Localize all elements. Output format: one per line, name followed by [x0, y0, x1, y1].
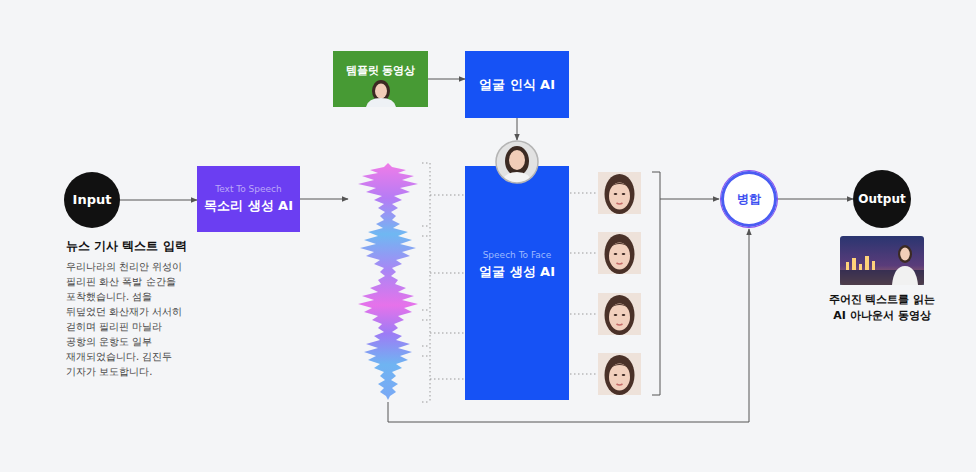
illustration-part: [496, 141, 538, 183]
illustration-part: [846, 262, 849, 270]
box-label: 얼굴 인식 AI: [479, 76, 555, 94]
waveform-half: [358, 163, 388, 400]
illustration-part: [430, 273, 465, 274]
illustration-part: [422, 310, 430, 311]
caption-label: 뉴스 기사 텍스트 입력: [66, 238, 216, 254]
box-label: 템플릿 동영상: [346, 64, 416, 79]
recognized-face: [495, 140, 539, 184]
input-circle: Input: [64, 172, 120, 228]
illustration-part: [892, 266, 918, 285]
bracket: [652, 172, 660, 395]
illustration-part: [509, 150, 525, 170]
illustration-part: [422, 320, 430, 321]
illustration-part: [852, 258, 856, 270]
box-label: 병합: [737, 191, 761, 207]
output-thumbnail: [840, 236, 924, 285]
illustration-part: [430, 379, 465, 380]
illustration-part: [430, 195, 465, 196]
illustration-part: [570, 193, 597, 194]
process-box: Speech To Face 얼굴 생성 AI: [465, 140, 569, 400]
illustration-part: [898, 245, 912, 263]
illustration-part: [496, 141, 538, 183]
box-label: 얼굴 생성 AI: [479, 263, 555, 281]
text-holder: Speech To Face 얼굴 생성 AI: [465, 166, 569, 400]
waveform-half: [388, 163, 418, 400]
illustration-part: [505, 146, 529, 176]
box-label: Output: [858, 191, 905, 207]
illustration-part: [846, 256, 875, 270]
illustration-part: [570, 374, 597, 375]
illustration-part: [840, 236, 924, 285]
flow-arrow: [777, 199, 853, 200]
generated-face: [598, 172, 641, 214]
illustration-part: [430, 333, 465, 334]
flow-arrow: [120, 200, 197, 201]
illustration-part: [872, 261, 875, 270]
illustration-part: [859, 264, 862, 270]
box-subtitle: Text To Speech: [215, 183, 282, 195]
flow-arrow: [428, 79, 465, 80]
dotted-leaders: [422, 163, 597, 402]
illustration-part: [501, 172, 533, 184]
illustration-part: [900, 248, 910, 261]
illustration-part: [422, 346, 430, 347]
illustration-part: [366, 98, 396, 107]
box-label: Input: [73, 191, 112, 209]
caption-label: 주어진 텍스트를 읽는 AI 아나운서 동영상: [826, 292, 938, 324]
illustration-part: [422, 163, 430, 164]
illustration-part: [865, 256, 869, 270]
illustration-part: [570, 253, 597, 254]
illustration-part: [501, 146, 533, 184]
template-thumbnail: [361, 79, 401, 107]
process-box: Text To Speech 목소리 생성 AI: [197, 166, 300, 232]
illustration-part: [570, 314, 597, 315]
generated-face: [598, 293, 641, 335]
flow-arrow: [300, 199, 348, 200]
face-holder: [495, 140, 539, 184]
generated-face: [598, 353, 641, 395]
source-box: 템플릿 동영상: [333, 51, 428, 107]
generated-face: [598, 232, 641, 274]
body-text: 우리나라의 천리안 위성이 필리핀 화산 폭발 순간을 포착했습니다. 섬을 뒤…: [66, 259, 191, 379]
merge-circle: 병합: [721, 171, 777, 227]
illustration-part: [422, 226, 430, 227]
flow-arrow: [517, 118, 518, 140]
box-fill: [465, 166, 569, 400]
output-circle: Output: [853, 170, 911, 228]
thumbnail-holder: [361, 79, 401, 107]
illustration-part: [422, 356, 430, 357]
illustration-part: [375, 84, 387, 99]
illustration-part: [430, 163, 431, 402]
illustration-part: [422, 402, 430, 403]
flow-arrow: [660, 199, 719, 200]
box-label: 목소리 생성 AI: [204, 197, 293, 215]
box-subtitle: Speech To Face: [483, 249, 552, 261]
process-box: 얼굴 인식 AI: [465, 51, 569, 118]
audio-waveform: [358, 163, 418, 400]
illustration-part: [422, 236, 430, 237]
